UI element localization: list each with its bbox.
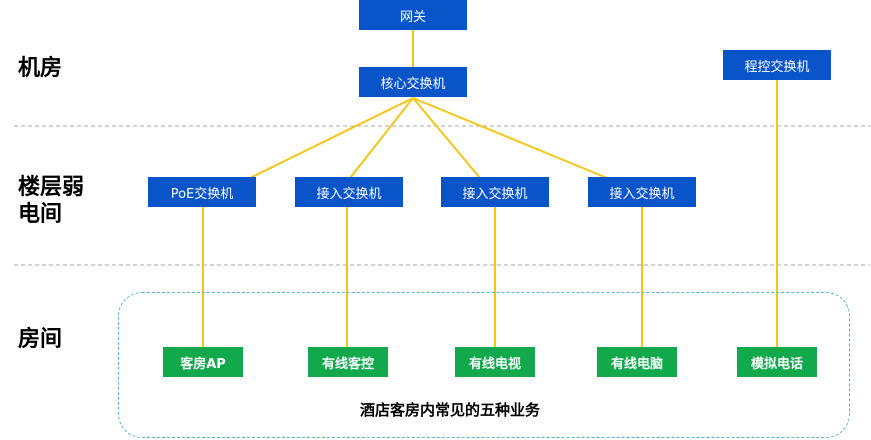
service-wired-pc[interactable]: 有线电脑 xyxy=(597,347,677,377)
zone-label-guest-room: 房间 xyxy=(18,327,63,352)
zone-label-floor-closet-line2: 电间 xyxy=(18,202,63,227)
gateway-node[interactable]: 网关 xyxy=(359,0,467,30)
guest-room-boundary xyxy=(118,292,850,438)
pbx-node[interactable]: 程控交换机 xyxy=(723,50,831,80)
zone-label-machine-room: 机房 xyxy=(18,56,63,81)
poe-switch-node[interactable]: PoE交换机 xyxy=(148,177,256,207)
service-guest-ap[interactable]: 客房AP xyxy=(163,347,243,377)
service-wired-room-control[interactable]: 有线客控 xyxy=(308,347,388,377)
diagram-caption: 酒店客房内常见的五种业务 xyxy=(359,401,540,419)
zone-label-floor-closet-line1: 楼层弱 xyxy=(18,175,85,200)
link-core-access2 xyxy=(412,97,481,179)
core-switch-node[interactable]: 核心交换机 xyxy=(359,67,467,97)
link-core-access3 xyxy=(412,97,608,179)
service-analog-phone[interactable]: 模拟电话 xyxy=(737,347,817,377)
access-switch-node-3[interactable]: 接入交换机 xyxy=(588,177,696,207)
service-cable-tv[interactable]: 有线电视 xyxy=(455,347,535,377)
access-switch-node-2[interactable]: 接入交换机 xyxy=(441,177,549,207)
link-core-access1 xyxy=(349,97,414,179)
access-switch-node-1[interactable]: 接入交换机 xyxy=(295,177,403,207)
link-core-poe xyxy=(249,97,414,179)
